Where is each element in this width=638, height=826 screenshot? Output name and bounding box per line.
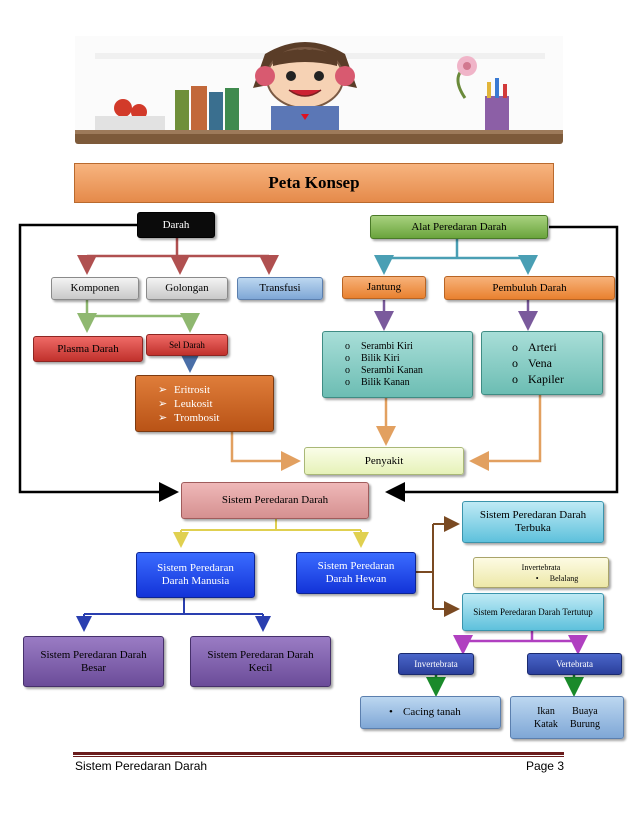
- list-item: Leukosit: [158, 397, 219, 411]
- node-hewan: Sistem Peredaran Darah Hewan: [296, 552, 416, 594]
- jantung-items: Serambi Kiri Bilik Kiri Serambi Kanan Bi…: [345, 341, 423, 389]
- node-besar: Sistem Peredaran Darah Besar: [23, 636, 164, 687]
- list-item: Burung: [569, 718, 600, 730]
- list-item: Kapiler: [512, 371, 564, 387]
- node-komponen-label: Komponen: [70, 282, 120, 294]
- node-komponen: Komponen: [51, 277, 139, 300]
- node-jantung-label: Jantung: [366, 281, 402, 293]
- list-item: Eritrosit: [158, 383, 219, 397]
- node-alat-label: Alat Peredaran Darah: [411, 220, 507, 233]
- invert-top-items: Belalang: [534, 573, 578, 584]
- list-item: Cacing tanah: [387, 706, 461, 719]
- node-hewan-label: Sistem Peredaran Darah Hewan: [317, 560, 395, 585]
- list-item: Bilik Kanan: [345, 377, 423, 389]
- footer-left: Sistem Peredaran Darah: [75, 759, 207, 773]
- list-item: Serambi Kanan: [345, 365, 423, 377]
- node-vert-label: Vertebrata: [556, 658, 593, 669]
- node-jantung: Jantung: [342, 276, 426, 299]
- footer-page-number: Page 3: [525, 759, 564, 773]
- node-transfusi: Transfusi: [237, 277, 323, 300]
- node-penyakit: Penyakit: [304, 447, 464, 475]
- banner-title: Peta Konsep: [74, 163, 554, 203]
- vert-examples-grid: Ikan Buaya Katak Burung: [534, 705, 600, 731]
- node-sel-darah-list: Eritrosit Leukosit Trombosit: [135, 375, 274, 432]
- header-illustration: [75, 36, 563, 156]
- node-sistem-label: Sistem Peredaran Darah: [221, 494, 329, 506]
- node-invertebrata-top: Invertebrata Belalang: [473, 557, 609, 588]
- teacher-illustration-icon: [75, 36, 563, 144]
- node-pembuluh-list: Arteri Vena Kapiler: [481, 331, 603, 395]
- list-item: Katak: [534, 718, 558, 730]
- cacing-items: Cacing tanah: [387, 706, 461, 719]
- footer-left-text: Sistem Peredaran Darah: [75, 759, 208, 773]
- list-item: Serambi Kiri: [345, 341, 423, 353]
- node-besar-label: Sistem Peredaran Darah Besar: [40, 648, 147, 674]
- node-pembuluh-darah: Pembuluh Darah: [444, 276, 615, 300]
- list-item: Trombosit: [158, 411, 219, 425]
- footer-rule-thin: [73, 756, 564, 757]
- node-tertutup: Sistem Peredaran Darah Tertutup: [462, 593, 604, 631]
- list-item: Arteri: [512, 339, 564, 355]
- node-plasma-darah: Plasma Darah: [33, 336, 143, 362]
- list-item: Ikan: [537, 705, 555, 717]
- node-invert-top-label: Invertebrata: [521, 562, 561, 572]
- node-terbuka: Sistem Peredaran Darah Terbuka: [462, 501, 604, 543]
- footer-right: Page 3: [520, 759, 564, 773]
- node-pembuluh-label: Pembuluh Darah: [492, 281, 567, 294]
- node-vertebrata-examples: Ikan Buaya Katak Burung: [510, 696, 624, 739]
- footer-rule: [73, 752, 564, 755]
- node-golongan-label: Golongan: [165, 282, 209, 294]
- node-penyakit-label: Penyakit: [364, 454, 404, 467]
- node-manusia-label: Sistem Peredaran Darah Manusia: [157, 562, 234, 587]
- node-golongan: Golongan: [146, 277, 228, 300]
- node-cacing-tanah: Cacing tanah: [360, 696, 501, 729]
- node-transfusi-label: Transfusi: [259, 282, 301, 294]
- sel-items: Eritrosit Leukosit Trombosit: [158, 383, 219, 425]
- node-sistem-peredaran-darah: Sistem Peredaran Darah: [181, 482, 369, 519]
- node-sel-label: Sel Darah: [169, 339, 205, 350]
- node-terbuka-label: Sistem Peredaran Darah Terbuka: [479, 509, 587, 534]
- pembuluh-items: Arteri Vena Kapiler: [512, 339, 564, 387]
- node-darah-label: Darah: [162, 218, 190, 231]
- node-tertutup-label: Sistem Peredaran Darah Tertutup: [473, 606, 593, 617]
- node-plasma-label: Plasma Darah: [57, 342, 119, 355]
- node-manusia: Sistem Peredaran Darah Manusia: [136, 552, 255, 598]
- list-item: Bilik Kiri: [345, 353, 423, 365]
- list-item: Buaya: [572, 705, 598, 717]
- node-sel-darah: Sel Darah: [146, 334, 228, 356]
- node-invertebrata: Invertebrata: [398, 653, 474, 675]
- list-item: Vena: [512, 355, 564, 371]
- list-item: Belalang: [534, 573, 578, 584]
- node-jantung-list: Serambi Kiri Bilik Kiri Serambi Kanan Bi…: [322, 331, 473, 398]
- banner-title-text: Peta Konsep: [268, 173, 360, 192]
- node-alat-peredaran-darah: Alat Peredaran Darah: [370, 215, 548, 239]
- node-kecil-label: Sistem Peredaran Darah Kecil: [207, 648, 314, 674]
- node-darah: Darah: [137, 212, 215, 238]
- node-vertebrata: Vertebrata: [527, 653, 622, 675]
- node-kecil: Sistem Peredaran Darah Kecil: [190, 636, 331, 687]
- node-invert-label: Invertebrata: [414, 658, 458, 669]
